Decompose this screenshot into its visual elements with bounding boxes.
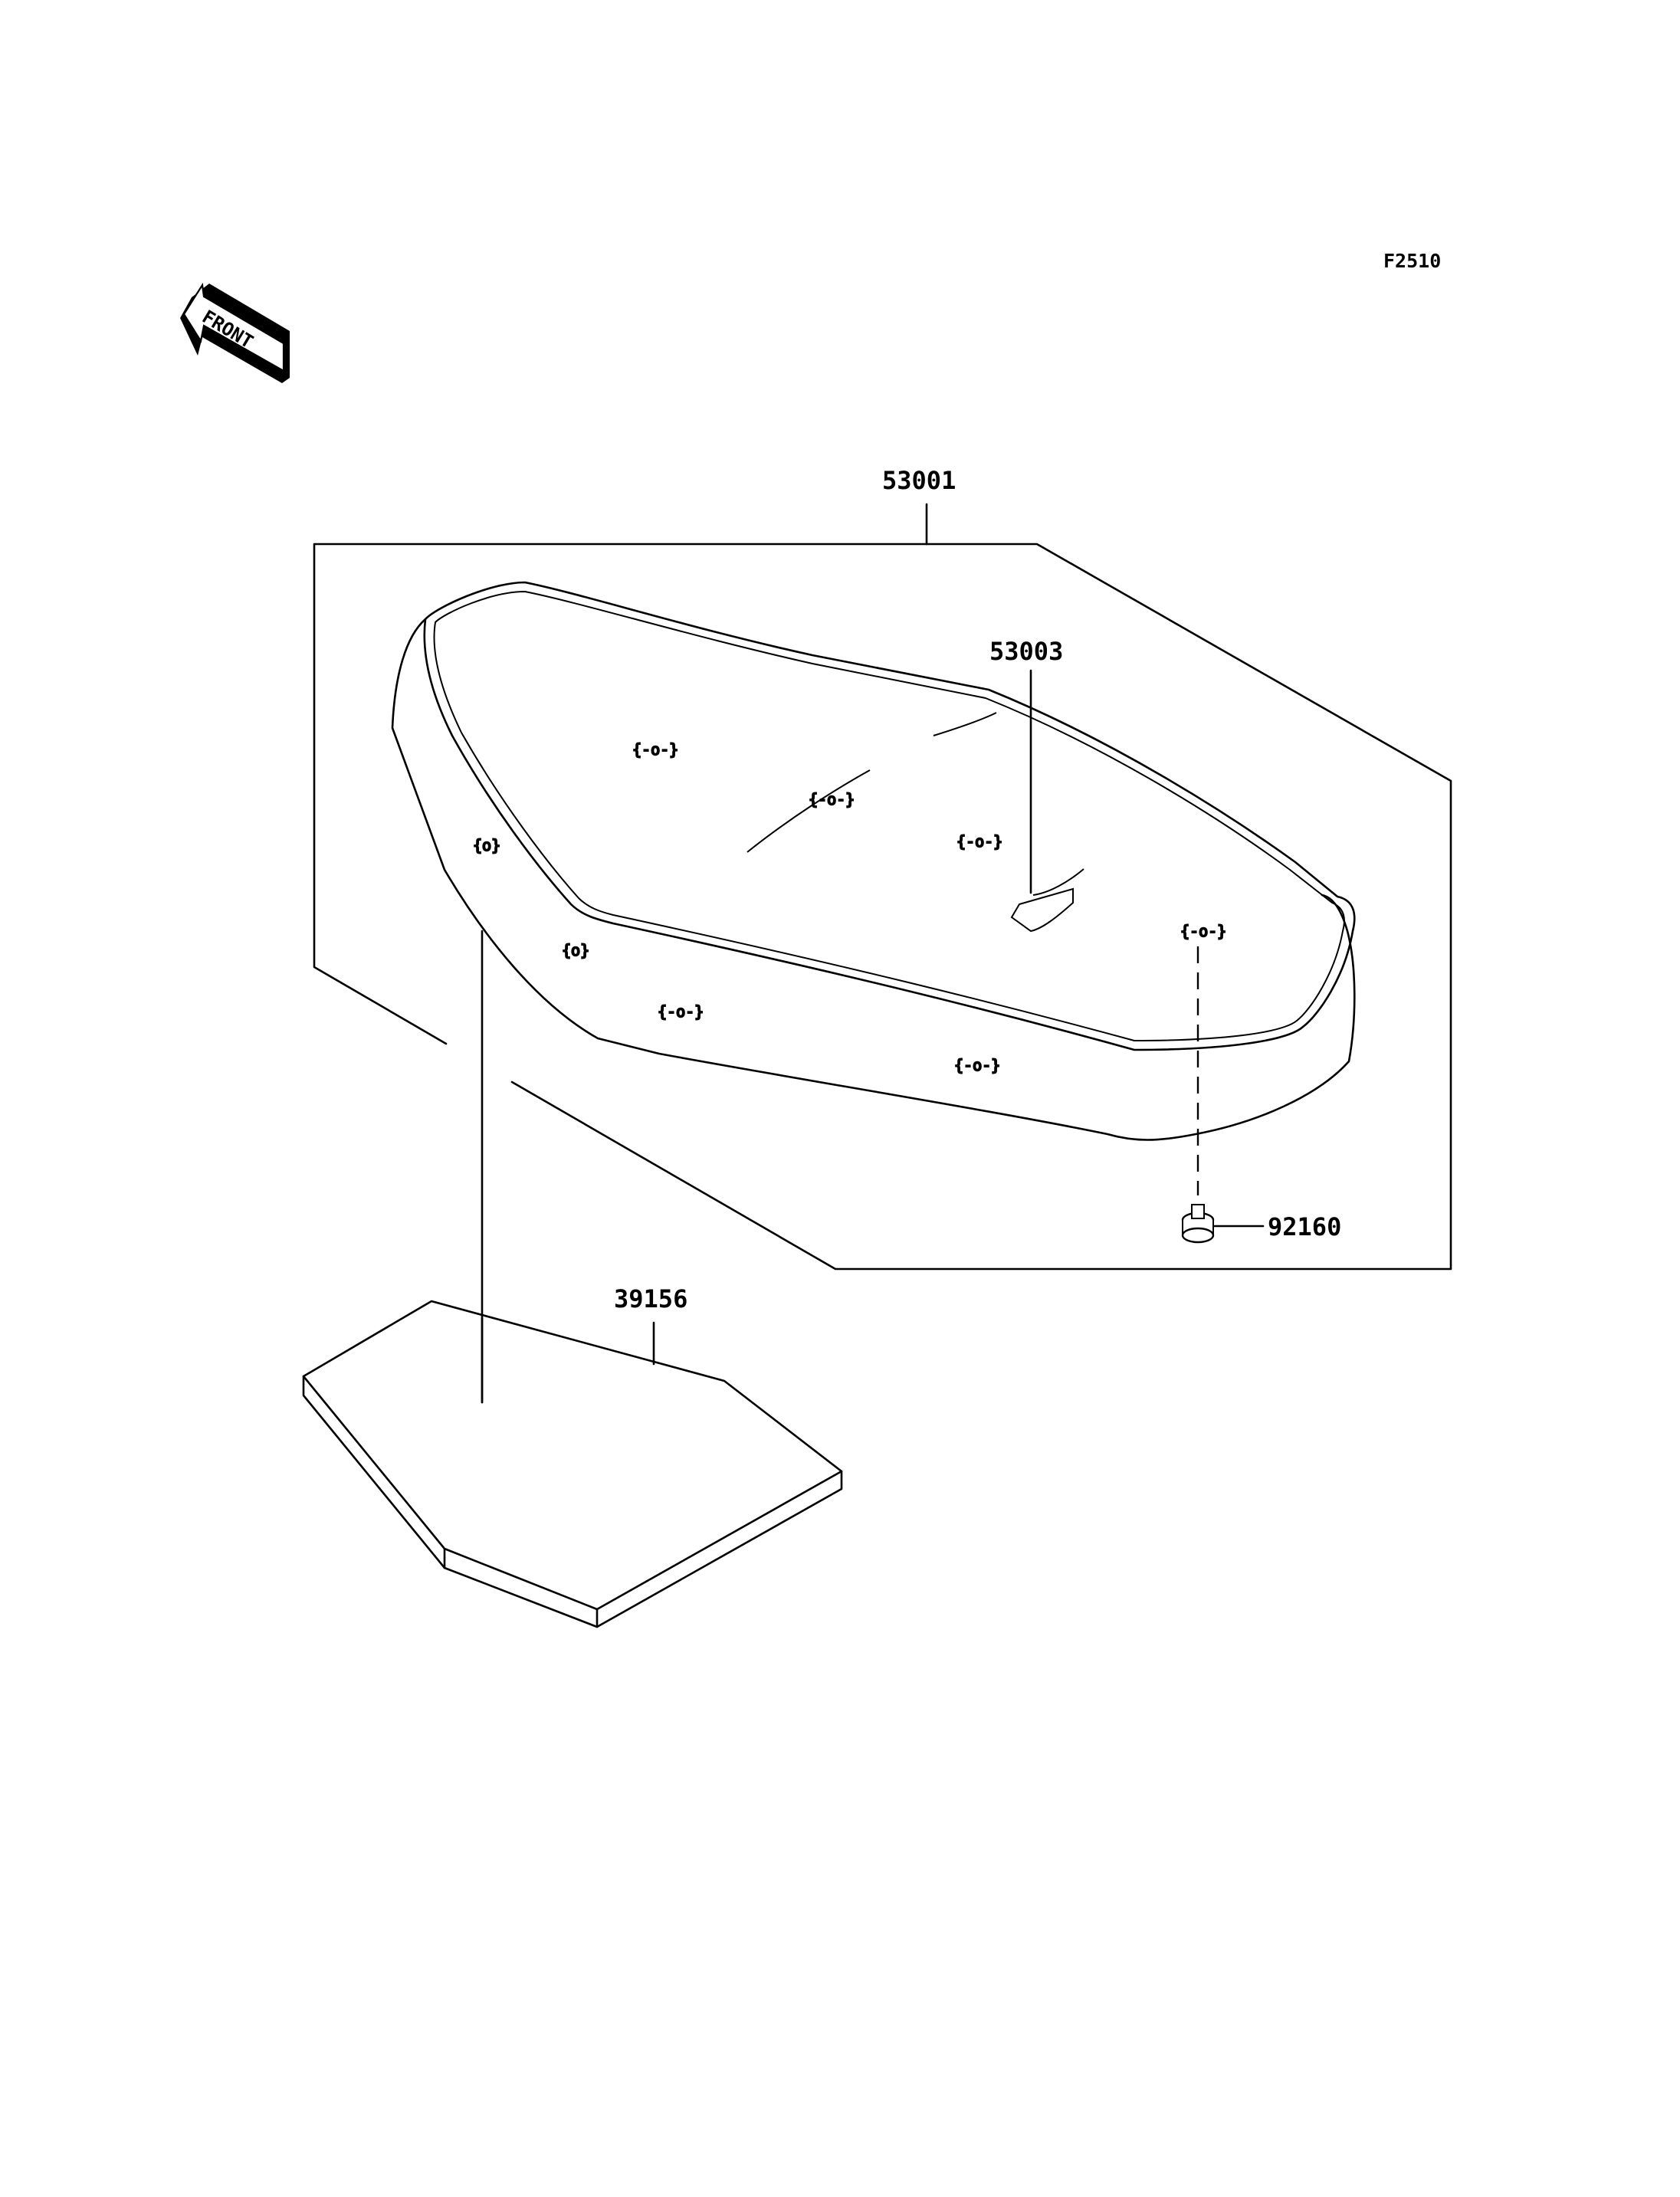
part-label-39156: 39156 — [614, 1284, 687, 1313]
stitch-mark: {-o-} — [658, 1002, 704, 1021]
stitch-mark: {-o-} — [954, 1056, 1000, 1074]
stitch-mark: {o} — [562, 941, 589, 959]
seat-illustration: {-o-} {-o-} {-o-} {-o-} {o} {o} {-o-} {-… — [391, 581, 1356, 1141]
part-label-92160: 92160 — [1268, 1212, 1341, 1241]
stitch-mark: {o} — [473, 836, 500, 854]
front-arrow-icon: FRONT — [180, 282, 290, 383]
pad-illustration — [302, 1300, 843, 1628]
stitch-mark: {-o-} — [956, 832, 1002, 851]
part-label-53001: 53001 — [882, 466, 956, 495]
assembly-bracket — [313, 503, 1452, 1271]
stitch-mark: {-o-} — [1180, 922, 1226, 940]
damper-icon — [1181, 1204, 1215, 1244]
stitch-mark: {-o-} — [632, 740, 678, 759]
part-label-53003: 53003 — [989, 637, 1063, 666]
stitch-mark: {-o-} — [809, 790, 855, 808]
figure-code: F2510 — [1383, 250, 1441, 272]
